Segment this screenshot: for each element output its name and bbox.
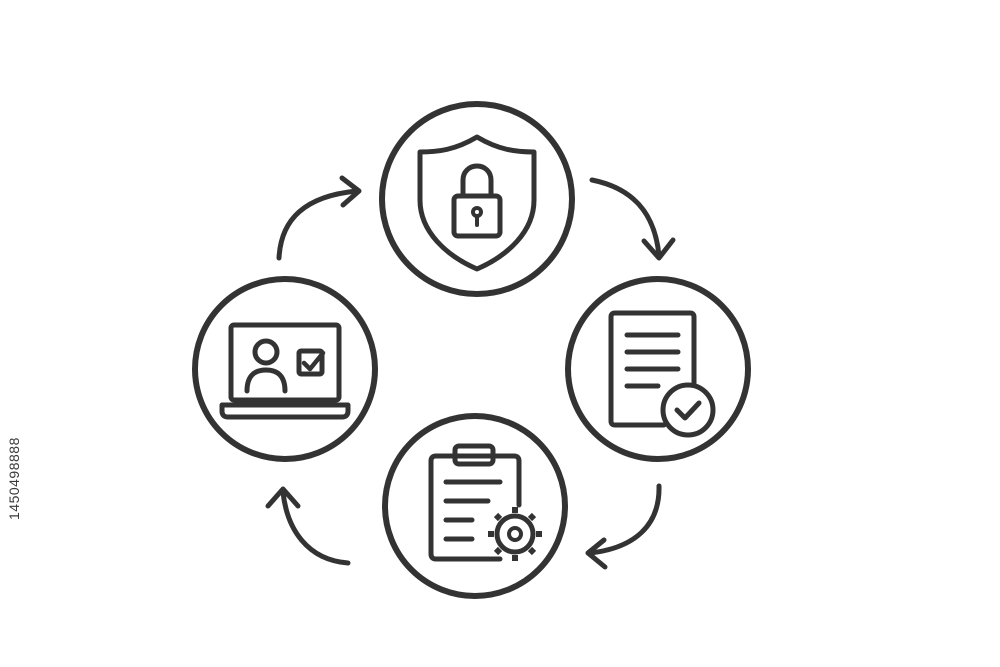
- user-verification-node: [192, 276, 378, 462]
- document-approval-node-circle: [565, 276, 751, 462]
- shield-lock-icon: [417, 134, 537, 272]
- curved-arrow-icon: [589, 177, 676, 261]
- cycle-arrows: [265, 175, 676, 570]
- configuration-node: [382, 413, 568, 599]
- configuration-node-circle: [382, 413, 568, 599]
- document-approval-node: [565, 276, 751, 462]
- laptop-user-check-icon: [219, 322, 351, 420]
- curved-arrow-icon: [276, 175, 362, 261]
- curved-arrow-icon: [585, 483, 662, 570]
- user-verification-node-circle: [192, 276, 378, 462]
- security-node-circle: [379, 101, 575, 297]
- security-node: [379, 101, 575, 297]
- curved-arrow-icon: [265, 486, 351, 566]
- clipboard-gear-icon: [428, 443, 542, 562]
- document-check-icon: [608, 310, 716, 438]
- stock-image-id: 1450498888: [6, 437, 22, 520]
